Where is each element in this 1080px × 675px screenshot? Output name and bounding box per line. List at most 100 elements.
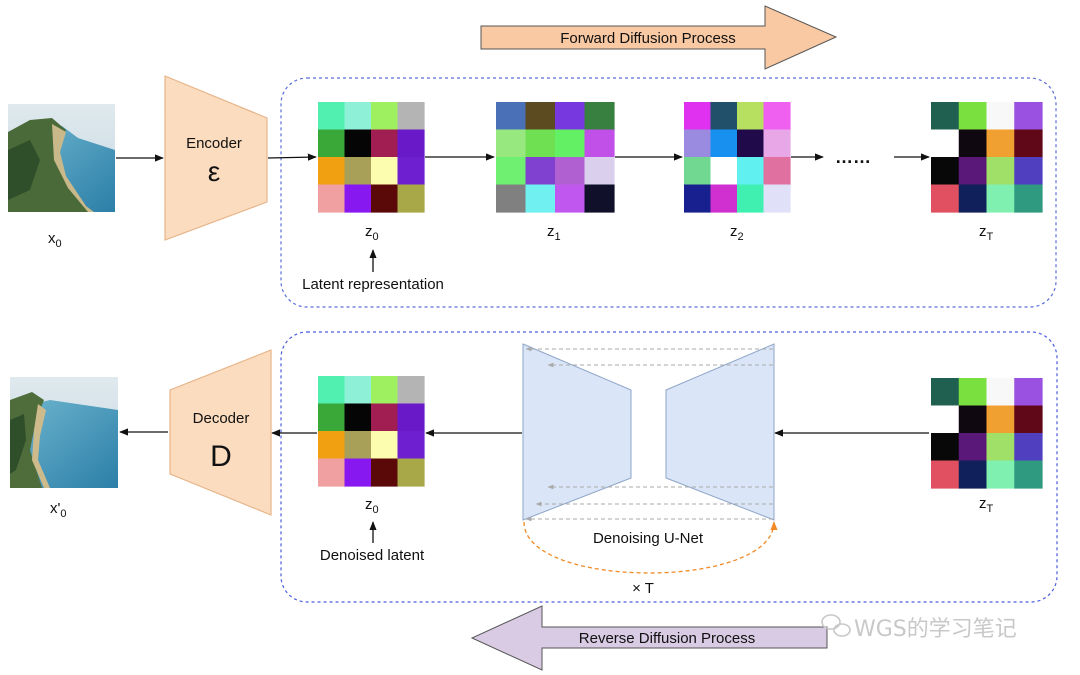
latent-cell [555,184,586,213]
latent-cell [555,157,586,186]
latent-grid-z1 [496,102,615,213]
latent-cell [931,129,960,158]
latent-cell [737,157,765,186]
latent-cell [931,102,960,131]
decoder: Decoder D [169,349,272,516]
latent-cell [496,129,527,158]
latent-cell [371,376,399,405]
latent-cell [986,405,1015,434]
z0-label: z0 [365,223,379,243]
unet-decoder-half [665,343,775,521]
z1-label: z1 [547,223,561,243]
latent-cell [496,157,527,186]
latent-cell [525,184,556,213]
latent-cell [344,376,372,405]
latent-cell [525,102,556,131]
latent-cell [1014,460,1043,489]
latent-cell [763,157,791,186]
latent-cell [397,458,425,487]
latent-cell [1014,184,1043,213]
latent-cell [371,458,399,487]
latent-cell [318,184,346,213]
latent-cell [344,129,372,158]
latent-cell [986,184,1015,213]
encoder-label: Encoder [186,135,242,152]
latent-cell [371,157,399,186]
reverse-zT-label: zT [979,495,994,515]
wechat-icon [821,614,851,637]
latent-cell [318,431,346,460]
latent-cell [397,376,425,405]
latent-cell [763,102,791,131]
latent-cell [1014,405,1043,434]
latent-cell [344,458,372,487]
latent-cell [737,129,765,158]
latent-cell [371,102,399,131]
latent-cell [584,157,615,186]
latent-cell [763,184,791,213]
latent-cell [710,129,738,158]
latent-cell [371,403,399,432]
unet-label: Denoising U-Net [593,530,704,547]
forward-process-box [280,77,1057,308]
latent-cell [397,102,425,131]
latent-cell [931,157,960,186]
encoder: Encoder ε [164,75,268,241]
latent-cell [958,157,988,186]
latent-cell [525,129,556,158]
decoder-shape [169,349,272,516]
watermark: WGS的学习笔记 [821,614,1017,642]
latent-cell [555,129,586,158]
latent-cell [958,378,988,407]
latent-cell [371,184,399,213]
latent-cell [371,129,399,158]
latent-grid-z2 [684,102,791,213]
latent-cell [397,129,425,158]
reverse-arrow-label: Reverse Diffusion Process [579,630,755,647]
reverse-diffusion-arrow: Reverse Diffusion Process [470,605,828,671]
latent-cell [710,102,738,131]
latent-cell [931,378,960,407]
latent-cell [1014,378,1043,407]
latent-cell [684,184,712,213]
unet-encoder-half [522,343,632,521]
input-image [8,104,115,212]
latent-cell [525,157,556,186]
z2-label: z2 [730,223,744,243]
latent-cell [931,184,960,213]
decoder-label: Decoder [193,410,250,427]
encoder-shape [164,75,268,241]
encoder-symbol: ε [208,156,220,187]
latent-cell [397,403,425,432]
latent-cell [344,403,372,432]
latent-cell [710,184,738,213]
latent-cell [344,184,372,213]
latent-cell [318,157,346,186]
decoder-symbol: D [210,440,232,473]
encoder-to-z0-arrow [267,153,317,161]
reverse-latent-grid-zT [931,378,1043,489]
latent-cell [684,157,712,186]
latent-cell [496,102,527,131]
forward-arrow-shape [480,5,838,70]
denoised-latent-grid-z0 [318,376,425,487]
latent-cell [684,129,712,158]
latent-cell [584,184,615,213]
latent-cell [584,102,615,131]
latent-cell [737,184,765,213]
latent-cell [684,102,712,131]
latent-cell [318,102,346,131]
output-image [10,377,118,488]
latent-cell [986,433,1015,462]
latent-cell [986,157,1015,186]
denoised-z0-label: z0 [365,496,379,516]
output-image-label: x'0 [50,500,67,520]
latent-cell [318,129,346,158]
denoising-unet [522,343,775,522]
latent-cell [584,129,615,158]
latent-grid-zT [931,102,1043,213]
latent-cell [1014,102,1043,131]
reverse-process-box [280,331,1058,603]
repeat-label: × T [632,580,654,597]
ellipsis: …… [835,147,871,167]
